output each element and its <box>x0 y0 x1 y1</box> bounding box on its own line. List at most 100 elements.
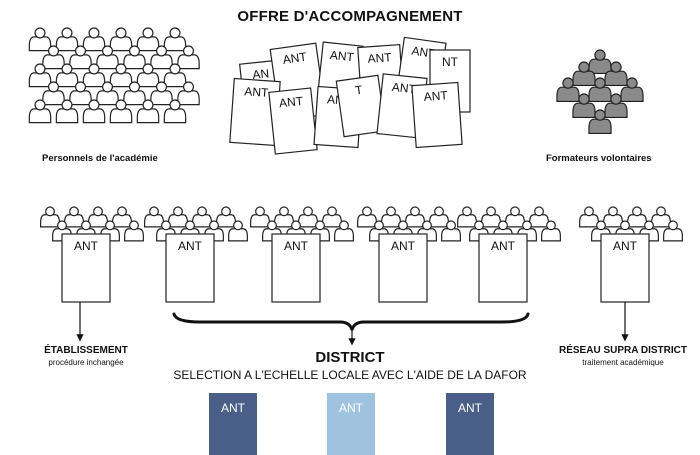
person-icon <box>529 206 549 228</box>
selected-ant-3: ANT <box>446 393 494 455</box>
person-icon <box>82 27 106 52</box>
person-icon <box>405 206 425 228</box>
ant-document-pile: ANANTANTANTANTNTANTANTANTTANTANT <box>229 36 471 155</box>
person-icon <box>163 27 187 52</box>
volunteer-trainers-caption: Formateurs volontaires <box>546 153 652 164</box>
trainer-person-icon <box>588 49 612 75</box>
group-ant-document: ANT <box>271 233 321 303</box>
trainer-person-icon <box>556 77 580 103</box>
local-group-6: ANT <box>579 206 683 303</box>
person-icon <box>298 206 318 228</box>
local-group-5: ANT <box>457 206 561 303</box>
ant-document-label: ANT <box>278 94 304 111</box>
person-icon <box>88 206 108 228</box>
person-icon <box>40 206 60 228</box>
reseau-title: RÉSEAU SUPRA DISTRICT <box>559 345 687 356</box>
person-icon <box>579 206 599 228</box>
person-icon <box>28 63 52 88</box>
person-icon <box>381 206 401 228</box>
person-icon <box>124 220 144 242</box>
person-icon <box>192 206 212 228</box>
person-icon <box>163 63 187 88</box>
ant-document-label: ANT <box>244 84 270 100</box>
volunteer-trainers-crowd <box>556 49 644 135</box>
person-icon <box>177 45 200 70</box>
person-icon <box>429 206 449 228</box>
pile-ant-document: ANT <box>268 87 318 155</box>
reseau-subtitle: traitement académique <box>582 358 664 367</box>
ant-document-label: ANT <box>74 239 99 253</box>
trainer-person-icon <box>604 61 628 87</box>
person-icon <box>55 63 79 88</box>
person-icon <box>123 81 146 106</box>
person-icon <box>96 81 119 106</box>
person-icon <box>42 45 65 70</box>
person-icon <box>42 81 65 106</box>
group-ant-document: ANT <box>478 233 528 303</box>
local-group-3: ANT <box>250 206 354 303</box>
academy-staff-crowd <box>28 27 200 124</box>
ant-document-label: ANT <box>329 48 355 65</box>
ant-document-label: ANT <box>282 50 308 67</box>
etablissement-title: ÉTABLISSEMENT <box>44 345 128 356</box>
group-ant-document: ANT <box>61 233 111 303</box>
selected-ant-1: ANT <box>209 393 257 455</box>
person-icon <box>163 99 187 124</box>
group-ant-document: ANT <box>165 233 215 303</box>
person-icon <box>69 81 92 106</box>
person-icon <box>136 27 160 52</box>
local-group-2: ANT <box>144 206 248 303</box>
person-icon <box>150 81 173 106</box>
group-ant-document: ANT <box>378 233 428 303</box>
ant-document-label: ANT <box>491 239 516 253</box>
person-icon <box>123 45 146 70</box>
academy-staff-caption: Personnels de l'académie <box>42 153 158 164</box>
district-brace <box>172 312 530 331</box>
person-icon <box>109 27 133 52</box>
ant-document-label: ANT <box>178 239 203 253</box>
person-icon <box>663 220 683 242</box>
person-icon <box>541 220 561 242</box>
person-icon <box>322 206 342 228</box>
person-icon <box>481 206 501 228</box>
ant-document-label: ANT <box>423 88 449 104</box>
trainer-person-icon <box>572 61 596 87</box>
person-icon <box>136 99 160 124</box>
person-icon <box>82 99 106 124</box>
person-icon <box>627 206 647 228</box>
person-icon <box>64 206 84 228</box>
person-icon <box>603 206 623 228</box>
person-icon <box>274 206 294 228</box>
person-icon <box>177 81 200 106</box>
person-icon <box>136 63 160 88</box>
pile-ant-document: ANT <box>229 77 281 147</box>
ant-document-label: ANT <box>284 239 309 253</box>
page-title: OFFRE D'ACCOMPAGNEMENT <box>237 8 463 25</box>
ant-document-label: ANT <box>367 50 393 66</box>
trainer-person-icon <box>620 77 644 103</box>
local-groups: ANT ANT ANT ANT ANT ANT <box>40 206 683 303</box>
person-icon <box>216 206 236 228</box>
person-icon <box>228 220 248 242</box>
person-icon <box>69 45 92 70</box>
person-icon <box>55 27 79 52</box>
ant-document-label: ANT <box>613 239 638 253</box>
person-icon <box>168 206 188 228</box>
person-icon <box>55 99 79 124</box>
local-group-1: ANT <box>40 206 144 303</box>
person-icon <box>334 220 354 242</box>
pile-ant-document: ANT <box>411 81 463 149</box>
trainer-person-icon <box>588 109 612 135</box>
selected-ant-2: ANT <box>327 393 375 455</box>
person-icon <box>651 206 671 228</box>
person-icon <box>505 206 525 228</box>
person-icon <box>109 99 133 124</box>
trainer-person-icon <box>572 93 596 119</box>
person-icon <box>96 45 119 70</box>
district-title: DISTRICT <box>315 349 385 366</box>
ant-document-label: ANT <box>391 239 416 253</box>
person-icon <box>109 63 133 88</box>
person-icon <box>112 206 132 228</box>
person-icon <box>250 206 270 228</box>
